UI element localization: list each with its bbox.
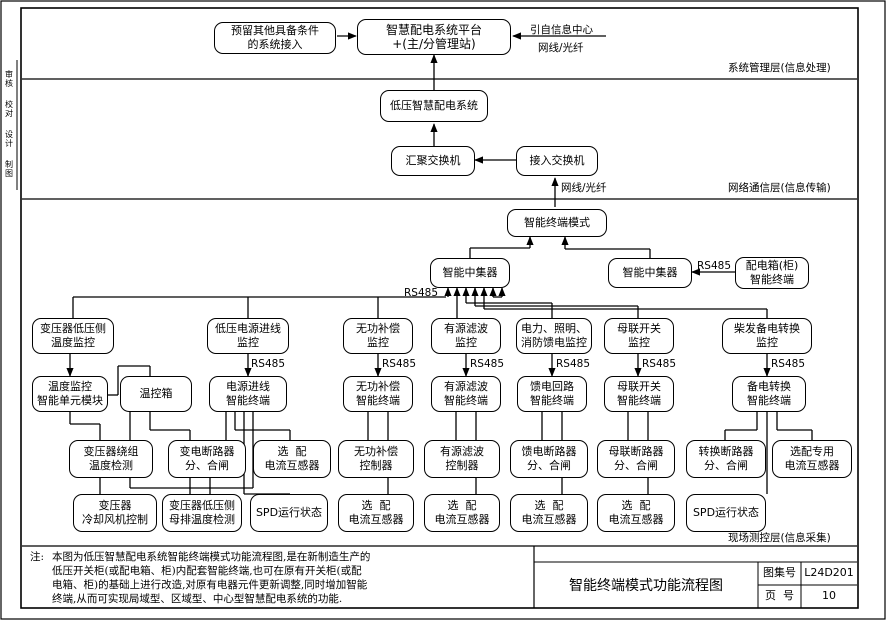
spd-box-1: SPD运行状态: [250, 494, 328, 532]
agg-switch-box: 汇聚交换机: [391, 146, 475, 176]
lv-system-box: 低压智慧配电系统: [380, 90, 488, 122]
rs485-label-e: RS485: [642, 358, 677, 370]
feeder-breaker-box: 馈电断路器 分、合闸: [510, 440, 588, 478]
page-number: 10: [822, 589, 836, 602]
reserve-box: 预留其他具备条件 的系统接入: [214, 22, 336, 54]
bus-tie-box: 母联开关 监控: [604, 318, 674, 354]
harmonic-filter-box: 有源滤波 监控: [431, 318, 501, 354]
backup-terminal-box: 备电转换 智能终端: [732, 376, 806, 412]
side-strip: 制图: [5, 160, 13, 178]
filter-controller-box: 有源滤波 控制器: [424, 440, 500, 478]
reactive-terminal-box: 无功补偿 智能终端: [343, 376, 413, 412]
note-line: 电箱、柜)的基础上进行改造,对原有电器元件更新调整,同时增加智能: [52, 579, 368, 591]
layer-network: 网络通信层(信息传输): [728, 182, 831, 194]
transformer-breaker-box: 变电断路器 分、合闸: [168, 440, 246, 478]
winding-temp-box: 变压器绕组 温度检测: [69, 440, 153, 478]
temp-box: 温控箱: [120, 376, 192, 412]
busbar-temp-box: 变压器低压侧 母排温度检测: [162, 494, 242, 532]
ct-optional-box: 选配专用 电流互感器: [772, 440, 852, 478]
side-strip: 校对: [5, 100, 13, 118]
ct-incoming-box: 选 配 电流互感器: [253, 440, 331, 478]
fiber-label-mid: 网线/光纤: [561, 182, 607, 194]
bus-tie-breaker-box: 母联断路器 分、合闸: [597, 440, 675, 478]
concentrator-main-box: 智能中集器: [430, 258, 510, 288]
fan-control-box: 变压器 冷却风机控制: [73, 494, 157, 532]
concentrator-side-box: 智能中集器: [608, 258, 692, 288]
ct-reactive-box: 选 配 电流互感器: [338, 494, 414, 532]
drawing-title: 智能终端模式功能流程图: [569, 578, 723, 594]
rs485-label-d: RS485: [556, 358, 591, 370]
side-strip: 设计: [5, 130, 13, 148]
terminal-mode-box: 智能终端模式: [507, 209, 607, 237]
filter-terminal-box: 有源滤波 智能终端: [431, 376, 501, 412]
rs485-side-label: RS485: [697, 260, 732, 272]
note-line: 本图为低压智慧配电系统智能终端模式功能流程图,是在新制造生产的: [52, 551, 371, 563]
ct-feeder-box: 选 配 电流互感器: [510, 494, 588, 532]
page-label: 页 号: [765, 589, 794, 602]
ct-filter-box: 选 配 电流互感器: [424, 494, 500, 532]
dist-box-terminal-box: 配电箱(柜) 智能终端: [735, 257, 809, 289]
incoming-terminal-box: 电源进线 智能终端: [209, 376, 287, 412]
atlas-number: L24D201: [804, 566, 854, 579]
inner-border: [20, 7, 859, 609]
side-strip: 审核: [5, 70, 13, 88]
platform-box: 智慧配电系统平台 +(主/分管理站): [357, 19, 511, 55]
note-prefix: 注:: [30, 551, 45, 563]
feeder-monitor-box: 电力、照明、 消防馈电监控: [516, 318, 592, 354]
transfer-breaker-box: 转换断路器 分、合闸: [686, 440, 766, 478]
transformer-temp-box: 变压器低压侧 温度监控: [32, 318, 114, 354]
feeder-terminal-box: 馈电回路 智能终端: [517, 376, 587, 412]
note-line: 终端,从而可实现局域型、区域型、中心型智慧配电系统的功能.: [52, 593, 343, 605]
bus-tie-terminal-box: 母联开关 智能终端: [604, 376, 674, 412]
rs485-label-a: RS485: [251, 358, 286, 370]
reactive-comp-box: 无功补偿 监控: [343, 318, 413, 354]
access-switch-box: 接入交换机: [516, 146, 598, 176]
layer-field: 现场测控层(信息采集): [728, 532, 831, 544]
rs485-bus-label: RS485: [404, 287, 439, 299]
info-center-label: 引自信息中心: [530, 24, 593, 36]
rs485-label-b: RS485: [382, 358, 417, 370]
atlas-label: 图集号: [763, 566, 796, 579]
fiber-label-top: 网线/光纤: [538, 42, 584, 54]
rs485-label-f: RS485: [771, 358, 806, 370]
lv-incoming-box: 低压电源进线 监控: [207, 318, 289, 354]
rs485-label-c: RS485: [470, 358, 505, 370]
note-line: 低压开关柜(或配电箱、柜)内配套智能终端,也可在原有开关柜(或配: [52, 565, 362, 577]
ct-bus-tie-box: 选 配 电流互感器: [597, 494, 675, 532]
layer-management: 系统管理层(信息处理): [728, 62, 831, 74]
spd-box-2: SPD运行状态: [686, 494, 766, 532]
diesel-transfer-box: 柴发备电转换 监控: [722, 318, 812, 354]
temp-module-box: 温度监控 智能单元模块: [32, 376, 108, 412]
reactive-controller-box: 无功补偿 控制器: [338, 440, 414, 478]
